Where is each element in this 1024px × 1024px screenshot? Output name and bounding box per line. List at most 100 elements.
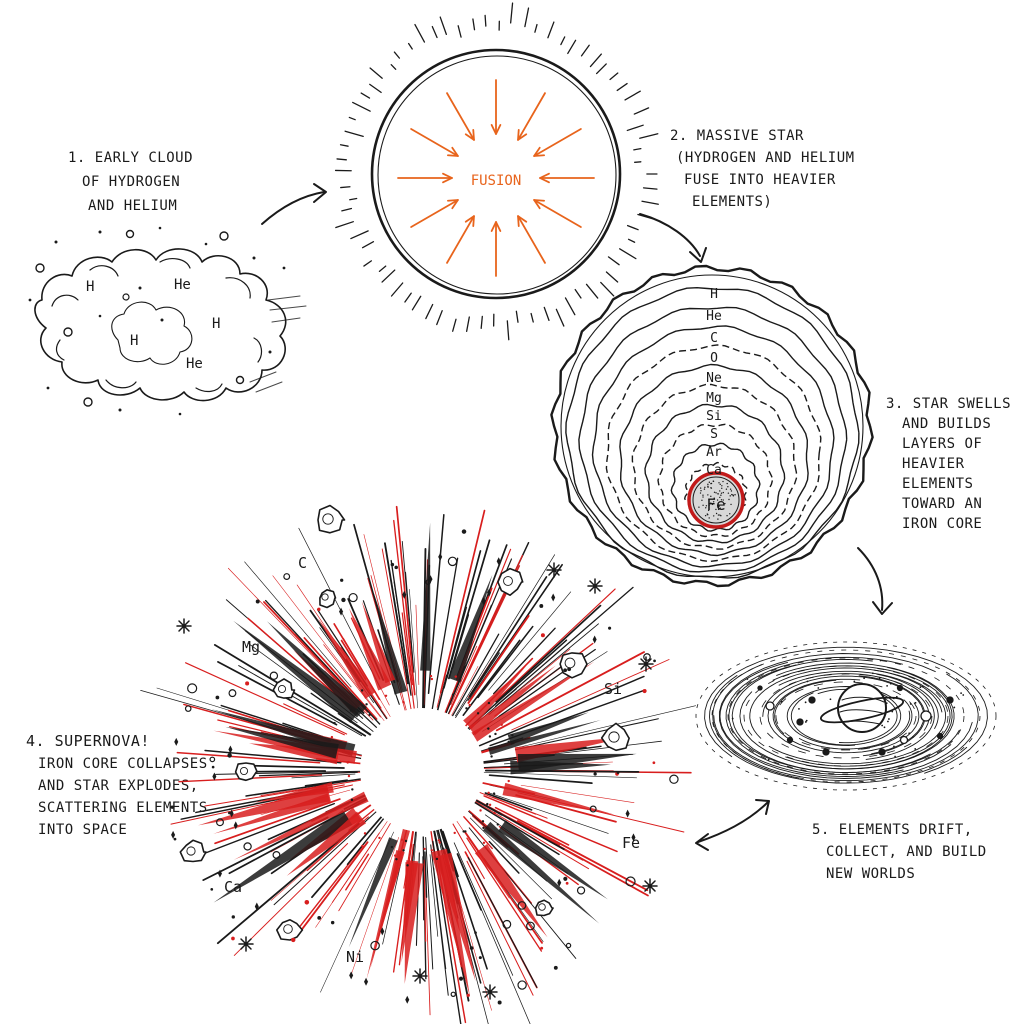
- fusion-arrowhead: [533, 146, 545, 157]
- debris-dot: [469, 946, 474, 950]
- burst-streak: [516, 820, 649, 892]
- burst-streak: [244, 561, 352, 688]
- burst-streak: [424, 851, 428, 898]
- debris-dot: [458, 976, 464, 981]
- disk-ring: [749, 667, 943, 739]
- debris-dot: [616, 771, 620, 774]
- disk-ring: [704, 646, 988, 774]
- burst-speck: [363, 832, 367, 835]
- supernova: C Mg Si Fe Ca Ni: [140, 504, 696, 1024]
- fusion-arrowhead: [517, 215, 528, 227]
- debris-star: [546, 562, 562, 578]
- debris-rock: [179, 839, 207, 863]
- layer-label: Si: [706, 409, 722, 424]
- burst-speck: [465, 707, 468, 710]
- debris-shard: [551, 593, 556, 602]
- debris-rock: [600, 722, 630, 752]
- burst-spike: [267, 621, 367, 718]
- star-ray: [600, 281, 615, 297]
- burst-streak: [488, 840, 520, 874]
- burst-streak: [484, 769, 640, 773]
- debris-shard: [402, 590, 407, 599]
- debris-dot: [317, 915, 322, 920]
- burst-spike: [348, 837, 398, 948]
- burst-streak: [238, 764, 345, 769]
- debris-shard: [233, 821, 238, 830]
- burst-streak: [430, 844, 449, 996]
- burst-streak: [436, 580, 469, 708]
- burst-speck: [430, 677, 434, 681]
- debris-dot: [291, 937, 296, 943]
- burst-streak: [350, 837, 399, 976]
- burst-streak: [311, 809, 389, 899]
- burst-speck: [500, 723, 503, 726]
- star-ray: [425, 303, 434, 320]
- star-ray: [616, 82, 628, 92]
- burst-streak: [214, 798, 341, 845]
- protoplanetary-disk: [695, 641, 997, 791]
- caption-line: NEW WORLDS: [826, 866, 915, 882]
- disk-ring: [759, 673, 933, 759]
- star-ray: [407, 42, 413, 50]
- burst-speck: [497, 811, 501, 815]
- burst-spike: [233, 620, 360, 723]
- arrow-2-to-3-head: [689, 247, 707, 263]
- debris-dot: [539, 604, 544, 608]
- arrow-1-to-2: [261, 191, 325, 225]
- debris-dot: [553, 965, 558, 970]
- burst-streak: [451, 614, 470, 669]
- star-ray: [626, 224, 639, 231]
- caption-line: IRON CORE COLLAPSES: [38, 756, 208, 772]
- arrow-2-to-3: [639, 213, 701, 257]
- star-ray: [336, 158, 347, 161]
- core-label: Fe: [706, 495, 725, 514]
- disk-ring: [727, 657, 965, 775]
- star-layer-ring: [578, 306, 848, 573]
- disk-ring: [857, 699, 913, 750]
- burst-streak: [415, 604, 420, 685]
- burst-speck: [349, 709, 353, 712]
- star-ray: [452, 318, 457, 332]
- burst-speck: [437, 839, 440, 842]
- debris-shard: [228, 745, 233, 754]
- layer-label: Ca: [706, 463, 722, 478]
- burst-speck: [462, 830, 465, 833]
- fusion-arrows: [397, 79, 595, 277]
- debris-dot: [228, 811, 231, 815]
- debris-dot: [497, 1000, 502, 1005]
- debris-ring: [184, 705, 192, 712]
- step-2-caption: 2. MASSIVE STAR (HYDROGEN AND HELIUM FUS…: [670, 128, 854, 210]
- burst-streak: [248, 770, 327, 773]
- burst-speck: [400, 838, 403, 841]
- burst-spike: [474, 844, 548, 938]
- debris-dot: [390, 562, 395, 567]
- disk-ring: [774, 679, 837, 735]
- burst-streak: [450, 645, 478, 706]
- debris-dot: [478, 956, 482, 960]
- disk-planetesimal: [896, 684, 904, 692]
- star-layer-ring: [565, 287, 860, 579]
- debris-shard: [174, 737, 179, 746]
- star-ray: [348, 116, 356, 121]
- burst-streak: [448, 816, 485, 880]
- burst-streak: [473, 675, 645, 749]
- caption-line: COLLECT, AND BUILD: [826, 844, 987, 860]
- burst-streak: [468, 576, 548, 697]
- star-ray: [564, 297, 576, 316]
- debris-dot: [652, 761, 656, 765]
- burst-streak: [448, 633, 500, 724]
- burst-streak: [514, 718, 659, 751]
- debris-dot: [642, 688, 647, 694]
- burst-streak: [289, 845, 364, 940]
- fusion-arrowhead: [464, 129, 475, 141]
- burst-speck: [464, 830, 467, 833]
- disk-planetesimal: [808, 696, 816, 704]
- debris-ring: [589, 805, 597, 813]
- step-3-caption: 3. STAR SWELLS AND BUILDS LAYERS OF HEAV…: [886, 396, 1011, 532]
- supernova-label: Si: [604, 680, 622, 698]
- star-ray: [349, 197, 358, 201]
- burst-streak: [500, 648, 571, 706]
- layer-label: H: [710, 287, 718, 302]
- debris-dot: [231, 915, 235, 919]
